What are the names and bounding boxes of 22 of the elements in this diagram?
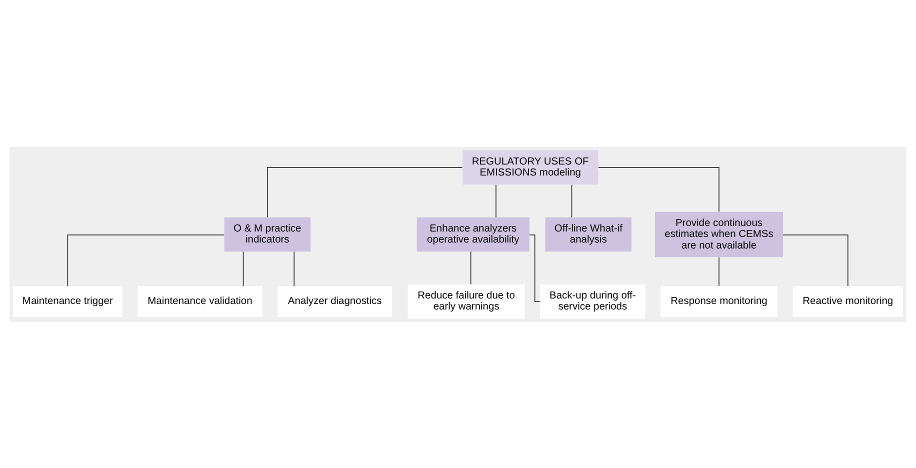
node-box: Back-up during off-service periods <box>540 284 646 318</box>
connector <box>571 184 572 218</box>
connector <box>294 250 295 286</box>
connector <box>598 166 720 212</box>
node-box: O & M practice indicators <box>224 216 311 252</box>
node-box: Enhance analyzers operative availability <box>416 216 530 252</box>
node-box: Response monitoring <box>660 286 778 316</box>
node-box: Analyzer diagnostics <box>278 286 392 316</box>
connector <box>67 234 224 286</box>
node-box: Maintenance trigger <box>13 286 122 316</box>
node-box: Reactive monitoring <box>792 286 903 316</box>
connector <box>470 250 472 284</box>
connector <box>267 166 463 218</box>
connector <box>718 256 720 286</box>
node-box: Maintenance validation <box>138 286 262 316</box>
connector <box>782 234 848 286</box>
node-box: REGULATORY USES OF EMISSIONS modeling <box>462 150 598 184</box>
connector <box>242 250 244 286</box>
node-box: Reduce failure due to early warnings <box>408 284 525 318</box>
node-box: Provide continuous estimates when CEMSs are not available <box>654 211 784 257</box>
node-box: Off-line What-if analysis <box>545 216 632 252</box>
connector <box>529 234 540 302</box>
